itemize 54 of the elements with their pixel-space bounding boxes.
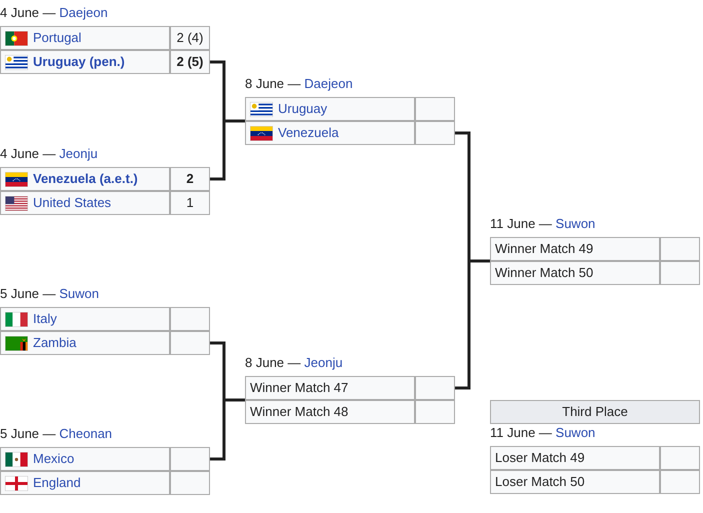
team-link: Zambia bbox=[33, 335, 76, 351]
team-row bbox=[0, 167, 210, 191]
match-date: 11 June — Suwon bbox=[490, 215, 596, 233]
score-cell: 2 (5) bbox=[169, 51, 209, 73]
bracket-line bbox=[455, 260, 490, 390]
venue-link: Daejeon bbox=[59, 5, 108, 20]
venue-link: Jeonju bbox=[304, 355, 343, 370]
venue-link: Suwon bbox=[556, 216, 596, 231]
team-row bbox=[0, 331, 210, 355]
match-date: 11 June — Suwon bbox=[490, 424, 596, 442]
match-date: 5 June — Suwon bbox=[0, 285, 100, 303]
team-link: Italy bbox=[33, 311, 57, 327]
venue-link: Jeonju bbox=[59, 146, 98, 161]
venue-link: Cheonan bbox=[59, 426, 112, 441]
team-row bbox=[245, 97, 455, 121]
match-date: 8 June — Daejeon bbox=[245, 75, 353, 93]
team-row bbox=[0, 191, 210, 215]
team-link: Venezuela (a.e.t.) bbox=[33, 171, 138, 187]
team-row bbox=[245, 376, 455, 400]
score-cell: 1 bbox=[169, 192, 209, 214]
team-row bbox=[0, 26, 210, 50]
team-row bbox=[0, 447, 210, 471]
team-row bbox=[0, 50, 210, 74]
team-name: Winner Match 50 bbox=[495, 265, 594, 281]
team-link: Venezuela bbox=[278, 125, 339, 141]
team-link: Portugal bbox=[33, 30, 82, 46]
team-name: Winner Match 48 bbox=[250, 404, 348, 420]
venue-link: Suwon bbox=[59, 286, 100, 301]
venue-link: Daejeon bbox=[304, 76, 353, 91]
team-name: Loser Match 50 bbox=[495, 474, 585, 490]
team-row bbox=[490, 446, 700, 470]
bracket-line bbox=[210, 120, 245, 180]
team-name: Winner Match 49 bbox=[495, 241, 594, 257]
match-date: 4 June — Jeonju bbox=[0, 145, 98, 163]
match-date: 8 June — Jeonju bbox=[245, 354, 343, 372]
team-link: Uruguay (pen.) bbox=[33, 54, 125, 70]
venue-link: Suwon bbox=[556, 425, 596, 440]
team-row bbox=[490, 470, 700, 494]
team-row bbox=[245, 400, 455, 424]
match-date: 4 June — Daejeon bbox=[0, 4, 108, 22]
team-link: Mexico bbox=[33, 451, 74, 467]
team-row bbox=[245, 121, 455, 145]
team-link: Uruguay bbox=[278, 101, 328, 117]
match-date: 5 June — Cheonan bbox=[0, 425, 112, 443]
team-name: Loser Match 49 bbox=[495, 450, 585, 466]
team-name: Winner Match 47 bbox=[250, 380, 348, 396]
section-header: Third Place bbox=[490, 400, 700, 424]
team-row bbox=[0, 471, 210, 495]
team-row bbox=[490, 261, 700, 285]
team-row bbox=[0, 307, 210, 331]
team-row bbox=[490, 237, 700, 261]
team-link: England bbox=[33, 475, 81, 491]
bracket-line bbox=[210, 398, 245, 460]
team-link: United States bbox=[33, 195, 112, 211]
